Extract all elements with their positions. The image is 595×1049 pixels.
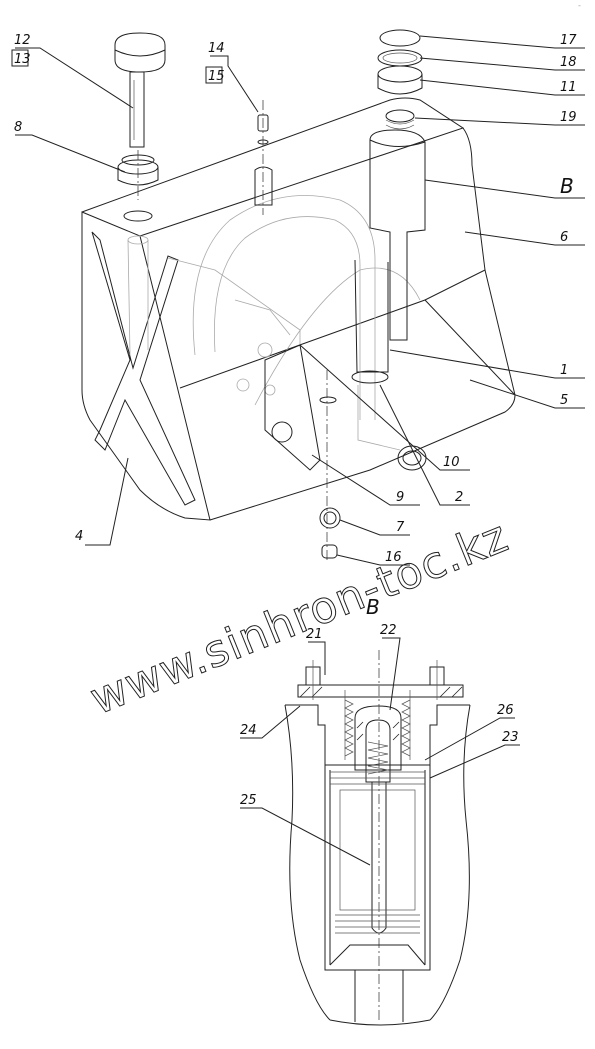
- callout-B: B: [560, 174, 574, 198]
- callout-19: 19: [560, 110, 577, 125]
- filler-cap: [377, 29, 423, 130]
- callout-16: 16: [385, 550, 402, 565]
- callout-1: 1: [560, 363, 568, 378]
- callout-21: 21: [306, 627, 323, 642]
- callout-17: 17: [560, 33, 577, 48]
- callout-11: 11: [560, 80, 577, 95]
- corner-mark: -: [578, 1, 581, 10]
- section-view-b: [284, 650, 471, 1026]
- section-leader-lines: [240, 637, 520, 866]
- callout-22: 22: [380, 623, 397, 638]
- callout-5: 5: [560, 393, 568, 408]
- callout-13: 13: [14, 52, 31, 67]
- watermark: www.sinhron-toc.kz: [83, 511, 515, 725]
- callout-12: 12: [14, 33, 31, 48]
- leader-lines: [15, 35, 585, 566]
- fuel-tank: [81, 97, 516, 560]
- level-sender: [114, 32, 166, 200]
- vent-screw: [254, 100, 273, 215]
- callout-9: 9: [396, 490, 404, 505]
- callout-4: 4: [75, 529, 83, 544]
- callout-13-box: [11, 49, 29, 67]
- section-title: B: [366, 595, 380, 619]
- callout-14: 14: [208, 41, 225, 56]
- callout-18: 18: [560, 55, 577, 70]
- callout-2: 2: [455, 490, 463, 505]
- callout-25: 25: [240, 793, 257, 808]
- callout-6: 6: [560, 230, 568, 245]
- callout-26: 26: [497, 703, 514, 718]
- callout-7: 7: [396, 520, 405, 535]
- callout-23: 23: [502, 730, 519, 745]
- callout-15: 15: [208, 69, 225, 84]
- callout-15-box: [205, 66, 223, 84]
- callout-8: 8: [14, 120, 22, 135]
- callout-24: 24: [240, 723, 257, 738]
- callout-10: 10: [443, 455, 460, 470]
